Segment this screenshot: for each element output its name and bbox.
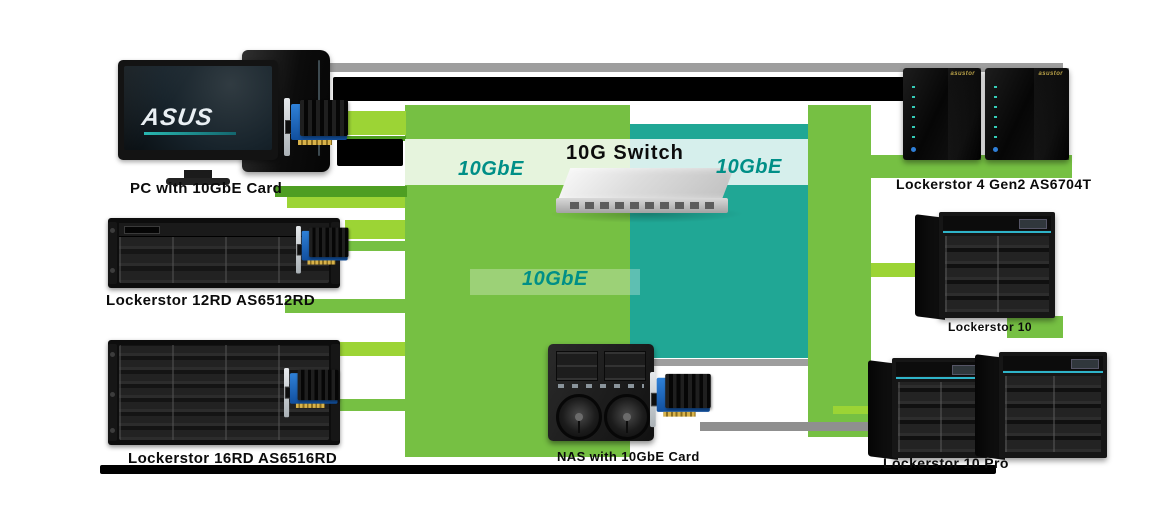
fan-hub <box>575 413 583 421</box>
power-led <box>993 147 998 152</box>
nic-pcie-fingers <box>663 411 696 417</box>
nic-card-pc <box>284 98 354 158</box>
monitor-stand-base <box>166 178 230 185</box>
switch-device <box>558 168 734 200</box>
nas-drive-trays <box>945 236 1049 312</box>
pc-monitor-screen: ASUS <box>124 66 272 150</box>
rack-screw <box>110 392 115 397</box>
rack-screw <box>110 228 115 233</box>
asustor-logo: asustor <box>950 71 975 77</box>
nas-drive-trays <box>1005 376 1101 452</box>
nas-4bay-label: Lockerstor 4 Gen2 AS6704T <box>896 176 1092 192</box>
nas-led-row <box>558 384 644 388</box>
nic-heatsink <box>300 100 348 136</box>
rack-12bay-label: Lockerstor 12RD AS6512RD <box>106 292 316 309</box>
gray-band-bottom2 <box>700 422 872 431</box>
nas-led-column <box>912 80 915 138</box>
nas-10bay-pro-left <box>868 358 988 460</box>
nic-pcie-fingers <box>298 140 332 145</box>
arrow-pc-underline <box>340 136 406 141</box>
asustor-logo: asustor <box>1038 71 1063 77</box>
power-led <box>911 147 916 152</box>
rack-screw <box>110 352 115 357</box>
nas-10bay-pro-right <box>975 352 1107 460</box>
rack-display-chip <box>124 226 160 234</box>
pc-side-band <box>337 139 403 166</box>
rack-16bay-label: Lockerstor 16RD AS6516RD <box>128 450 338 467</box>
rack-ear-left <box>108 222 117 284</box>
arrow-top-right-bar <box>860 155 1072 178</box>
arrow-bottom-right-green <box>833 406 872 414</box>
fan-hub <box>623 413 631 421</box>
arrow-mid-right <box>871 263 917 277</box>
link-label-lower: 10GbE <box>522 268 588 290</box>
asus-logo-underline <box>144 132 236 135</box>
nas-accent-line <box>943 231 1051 233</box>
nas-accent-line <box>1003 371 1103 373</box>
link-label-right: 10GbE <box>716 156 782 178</box>
nas-drive-trays <box>898 382 982 452</box>
arrow-rack12-to-switch <box>345 220 405 239</box>
monitor-stand-neck <box>184 170 212 179</box>
gray-band-bottom1 <box>648 359 808 366</box>
gray-band-top <box>323 63 1063 72</box>
nas-facet <box>1033 68 1069 160</box>
nas-tray-section <box>556 351 646 381</box>
nas-fan-right <box>604 394 650 440</box>
nas-center-label: NAS with 10GbE Card <box>557 449 700 464</box>
label-row-highlight2 <box>470 269 640 295</box>
link-label-left: 10GbE <box>458 158 524 180</box>
nas-facet <box>948 68 981 160</box>
rack-screw <box>110 428 115 433</box>
nas-fan-left <box>556 394 602 440</box>
nic-heatsink <box>297 369 339 401</box>
nas-4bay-left: asustor <box>903 68 981 160</box>
rack-screw <box>110 268 115 273</box>
pc-monitor: ASUS <box>118 60 278 185</box>
nic-heatsink <box>309 227 349 258</box>
nic-pcie-fingers <box>295 403 325 408</box>
arrow-mid-right-label-band <box>1007 316 1063 338</box>
nas-front-panel <box>999 352 1107 458</box>
nas-10bay <box>915 212 1055 320</box>
nas-10bay-pro-label: Lockerstor 10 Pro <box>883 455 1009 471</box>
nas-lcd <box>1019 219 1047 229</box>
switch-ports <box>570 202 714 209</box>
drive-tray <box>556 351 598 381</box>
arrow-rack16-to-switch2 <box>333 399 405 411</box>
nas-4bay-right: asustor <box>985 68 1069 160</box>
nas-front-panel <box>892 358 988 458</box>
nas-tower-2bay <box>548 344 654 441</box>
asus-logo: ASUS <box>140 104 215 131</box>
arrow-pc-to-switch <box>340 111 406 135</box>
pc-label: PC with 10GbE Card <box>130 180 283 197</box>
nas-front-panel <box>939 212 1055 318</box>
nic-card-rack16 <box>284 368 344 419</box>
arrow-rack12-to-switch2 <box>345 241 405 251</box>
arrow-rack12-label-band <box>285 299 405 313</box>
switch-front-panel <box>556 198 728 213</box>
drive-tray <box>604 351 646 381</box>
arrow-pc-label-band <box>275 186 407 197</box>
nas-accent-line <box>896 377 984 379</box>
headline-band <box>333 77 927 101</box>
fan-blade <box>626 417 628 433</box>
nas-lcd <box>1071 359 1099 369</box>
nic-card-rack12 <box>296 226 353 275</box>
nas-10bay-label: Lockerstor 10 <box>948 320 1032 334</box>
switch-label: 10G Switch <box>566 142 684 164</box>
nic-card-nas <box>650 372 717 429</box>
nic-pcie-fingers <box>307 260 336 265</box>
rack-top-panel <box>119 223 329 237</box>
nas-led-column <box>994 80 997 138</box>
nic-heatsink <box>665 373 711 409</box>
fan-blade <box>578 417 580 433</box>
arrow-pc-label-band2 <box>287 197 405 208</box>
caption-band <box>100 465 996 474</box>
